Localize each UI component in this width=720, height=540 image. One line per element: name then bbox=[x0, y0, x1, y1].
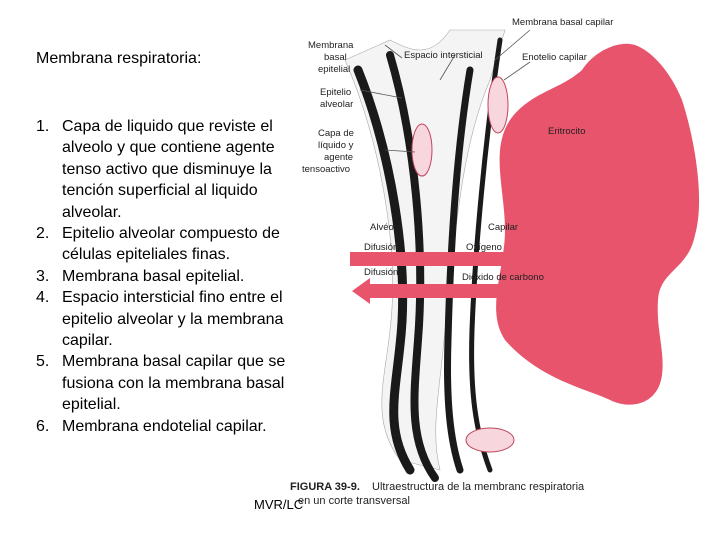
point-list: 1. Capa de liquido que reviste el alveolo… bbox=[36, 116, 292, 437]
label-membrana-basal-capilar: Membrana basal capilar bbox=[512, 17, 613, 28]
caption-line-2: en un corte transversal bbox=[298, 495, 410, 507]
leader-lines bbox=[359, 29, 531, 153]
lower-cell bbox=[465, 427, 515, 453]
item-text: Membrana basal capilar que se fusiona co… bbox=[62, 353, 286, 414]
label-capilar: Capilar bbox=[488, 222, 518, 233]
label-epitelio-alveolar-2: alveolar bbox=[320, 99, 353, 110]
list-item: 6. Membrana endotelial capilar. bbox=[36, 416, 292, 437]
list-item: 5. Membrana basal capilar que se fusiona … bbox=[36, 351, 292, 415]
alveolar-cell bbox=[411, 123, 433, 177]
erythrocyte-shape bbox=[496, 43, 700, 405]
label-capa-liquido-4: tensoactivo bbox=[302, 164, 350, 175]
label-membrana-basal-epitelial-1: Membrana bbox=[308, 40, 354, 51]
list-item: 2. Epitelio alveolar compuesto de células… bbox=[36, 223, 292, 266]
item-text: Membrana basal epitelial. bbox=[62, 267, 245, 285]
item-number: 4. bbox=[36, 289, 50, 307]
label-dioxido: Dióxido de carbono bbox=[462, 272, 544, 283]
epithelial-membrane bbox=[353, 65, 415, 475]
list-item: 1. Capa de liquido que reviste el alveolo… bbox=[36, 116, 292, 223]
item-text: Membrana endotelial capilar. bbox=[62, 417, 267, 435]
label-endotelio-capilar: Enotelio capilar bbox=[522, 52, 587, 63]
item-text: Epitelio alveolar compuesto de células e… bbox=[62, 225, 280, 264]
respiratory-membrane-figure: Membrana basal capilar Membrana basal ep… bbox=[290, 0, 720, 540]
label-alveolo: Alvéolo bbox=[370, 222, 401, 233]
label-eritrocito: Eritrocito bbox=[548, 126, 585, 137]
label-epitelio-alveolar-1: Epitelio bbox=[320, 87, 351, 98]
label-espacio-intersticial: Espacio intersticial bbox=[404, 50, 483, 61]
co2-arrow bbox=[352, 278, 526, 304]
oxygen-arrow bbox=[350, 246, 536, 272]
label-difusion-1: Difusión bbox=[364, 242, 398, 253]
label-capa-liquido-1: Capa de bbox=[318, 128, 354, 139]
endothelial-membrane bbox=[444, 66, 474, 474]
basal-membrane bbox=[386, 51, 439, 482]
label-capa-liquido-3: agente bbox=[324, 152, 353, 163]
list-item: 4. Espacio intersticial fino entre el epi… bbox=[36, 287, 292, 351]
slide-title: Membrana respiratoria: bbox=[36, 50, 202, 67]
item-number: 2. bbox=[36, 225, 50, 243]
caption-line-1: Ultraestructura de la membranc respirato… bbox=[372, 481, 585, 493]
list-item: 3. Membrana basal epitelial. bbox=[36, 266, 292, 287]
item-number: 5. bbox=[36, 353, 50, 371]
label-difusion-2: Difusión bbox=[364, 267, 398, 278]
label-capa-liquido-2: líquido y bbox=[318, 140, 354, 151]
figure-illustration: Membrana basal capilar Membrana basal ep… bbox=[290, 17, 700, 507]
item-number: 3. bbox=[36, 267, 50, 285]
item-number: 1. bbox=[36, 118, 50, 135]
item-text: Espacio intersticial fino entre el epite… bbox=[62, 289, 284, 350]
item-number: 6. bbox=[36, 417, 50, 435]
item-text: Capa de liquido que reviste el alveolo y… bbox=[62, 118, 275, 221]
caption-number: FIGURA 39-9. bbox=[290, 481, 360, 493]
label-membrana-basal-epitelial-2: basal bbox=[324, 52, 347, 63]
endothelial-cell bbox=[487, 76, 509, 134]
label-oxigeno: Oxígeno bbox=[466, 242, 502, 253]
label-membrana-basal-epitelial-3: epitelial bbox=[318, 64, 350, 75]
footer-credit: MVR/LC bbox=[254, 497, 304, 512]
